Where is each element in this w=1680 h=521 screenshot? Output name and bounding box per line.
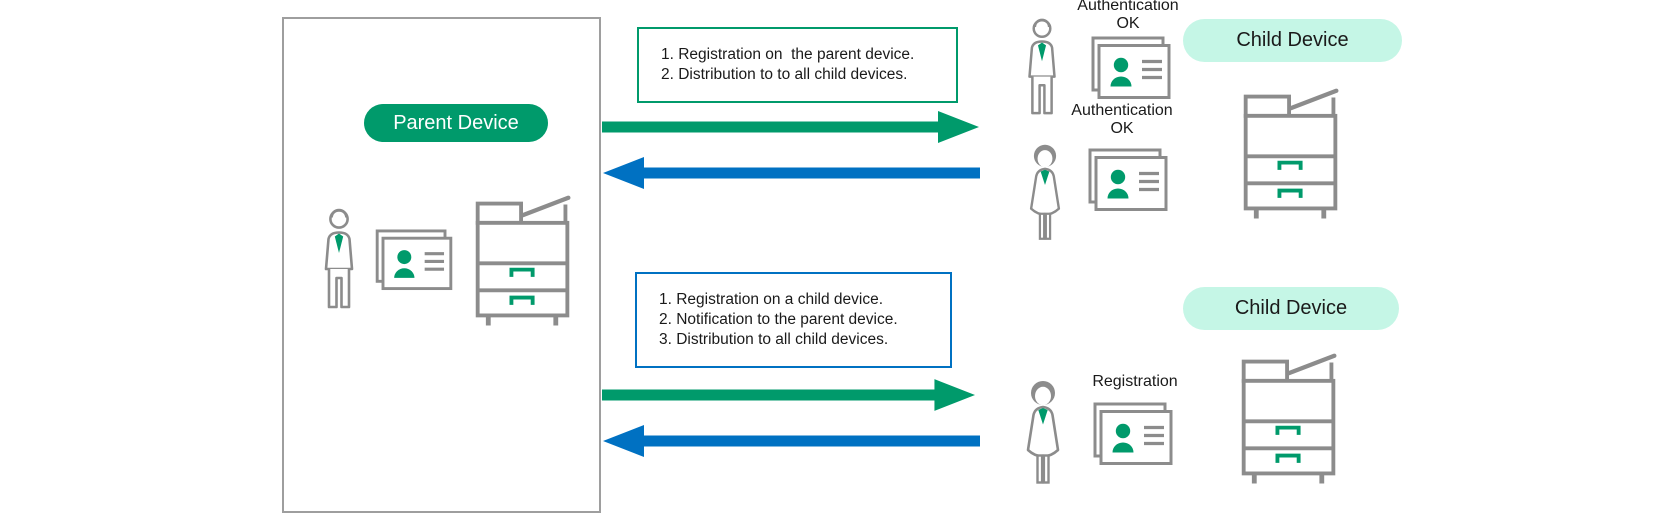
- parent-id-card-icon: [374, 229, 454, 291]
- child-id-card-3-icon: [1092, 402, 1174, 466]
- bottom-flow-step-3: 3. Distribution to all child devices.: [659, 331, 889, 348]
- arrow-parent-to-child-bottom: [602, 379, 976, 411]
- top-flow-step-2: 2. Distribution to to all child devices.: [661, 66, 908, 83]
- child-printer-top-icon: [1242, 85, 1340, 220]
- parent-user-icon: [316, 206, 362, 310]
- child-device-pill-top-label: Child Device: [1236, 29, 1349, 51]
- child-user-2-icon: [1022, 142, 1068, 242]
- child-user-1-icon: [1020, 16, 1064, 116]
- bottom-flow-note: 1. Registration on a child device. 2. No…: [635, 272, 952, 368]
- child-user-3-icon: [1020, 378, 1066, 486]
- child-device-pill-top: Child Device: [1183, 19, 1402, 62]
- registration-label: Registration: [1092, 373, 1178, 390]
- authentication-ok-label-1: Authentication OK: [1048, 0, 1208, 32]
- parent-printer-icon: [474, 192, 572, 327]
- authentication-ok-label-1-line1: Authentication: [1077, 0, 1179, 14]
- child-printer-bottom-icon: [1240, 350, 1338, 485]
- bottom-flow-step-2: 2. Notification to the parent device.: [659, 311, 898, 328]
- arrow-parent-to-child-top: [602, 111, 979, 143]
- bottom-flow-step-1: 1. Registration on a child device.: [659, 291, 884, 308]
- authentication-ok-label-2-line2: OK: [1110, 119, 1134, 137]
- authentication-ok-label-1-line2: OK: [1116, 14, 1140, 32]
- arrow-child-to-parent-bottom: [603, 425, 980, 457]
- authentication-ok-label-2-line1: Authentication: [1071, 102, 1173, 119]
- child-id-card-1-icon: [1090, 36, 1172, 100]
- top-flow-note: 1. Registration on the parent device. 2.…: [637, 27, 958, 103]
- child-device-pill-bottom: Child Device: [1183, 287, 1399, 330]
- authentication-ok-label-2: Authentication OK: [1042, 102, 1202, 137]
- child-device-pill-bottom-label: Child Device: [1234, 297, 1348, 319]
- parent-device-pill: Parent Device: [364, 104, 548, 142]
- top-flow-step-1: 1. Registration on the parent device.: [661, 46, 915, 63]
- parent-device-pill-label: Parent Device: [393, 111, 519, 134]
- arrow-child-to-parent-top: [603, 157, 980, 189]
- child-id-card-2-icon: [1087, 148, 1169, 212]
